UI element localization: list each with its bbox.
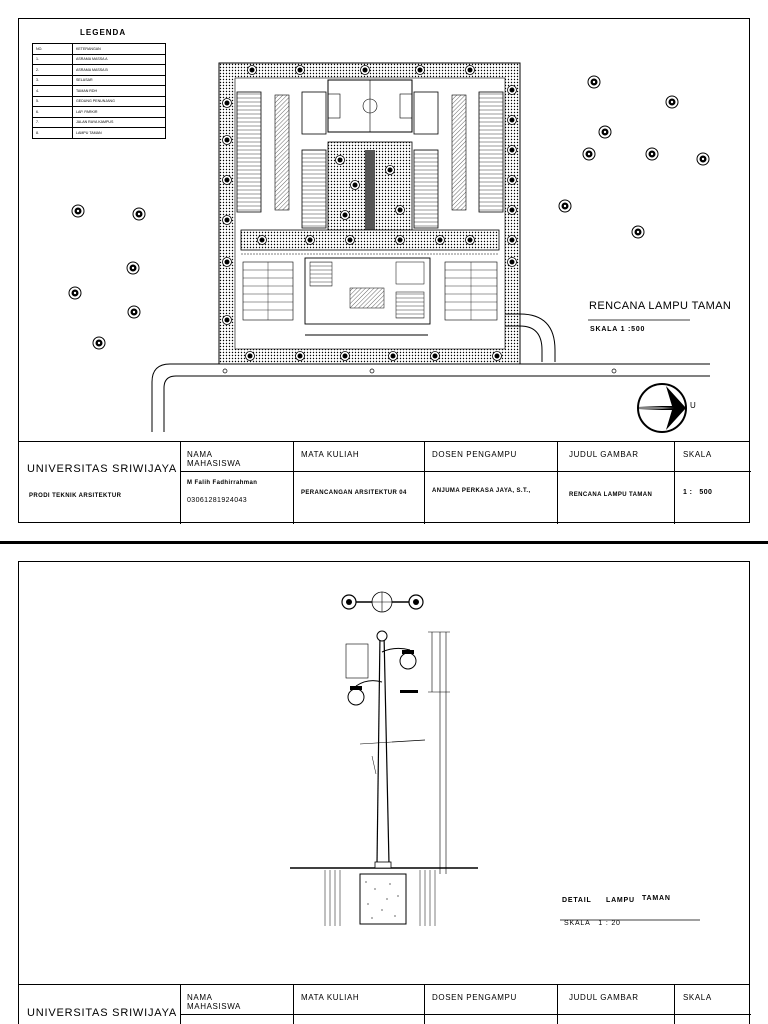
judul-value: RENCANA LAMPU TAMAN: [569, 492, 653, 498]
skala-label: SKALA: [683, 993, 712, 1002]
detail-scale: SKALA 1 : 20: [564, 920, 621, 927]
judul-label: JUDUL GAMBAR: [569, 450, 639, 459]
detail-title-b: LAMPU: [606, 897, 635, 904]
north-label: U: [690, 401, 697, 410]
legend-title: LEGENDA: [80, 28, 127, 37]
mata-kuliah-value: PERANCANGAN ARSITEKTUR 04: [301, 490, 407, 496]
title-block: UNIVERSITAS SRIWIJAYA PRODI TEKNIK ARSIT…: [18, 441, 751, 524]
sheet-lamp-detail: DETAIL LAMPU TAMAN SKALA 1 : 20 UNIVERSI…: [0, 544, 768, 1024]
dosen-value: ANJUMA PERKASA JAYA, S.T.,: [432, 488, 531, 494]
university-name: UNIVERSITAS SRIWIJAYA: [27, 463, 178, 475]
legend-table: NO. KETERANGAN 1.ASRAMA MASSA A 2.ASRAMA…: [32, 43, 166, 139]
program-name: PRODI TEKNIK ARSITEKTUR: [29, 493, 122, 499]
drawing-title: RENCANA LAMPU TAMAN: [589, 300, 732, 312]
legend-item: LAMPU TAMAN: [72, 127, 166, 139]
drawing-scale: SKALA 1 :500: [590, 326, 646, 333]
drawing-frame: [18, 561, 750, 1024]
nama-label: NAMA MAHASISWA: [187, 450, 241, 468]
sheet-site-plan: LEGENDA NO. KETERANGAN 1.ASRAMA MASSA A …: [0, 0, 768, 541]
university-name: UNIVERSITAS SRIWIJAYA: [27, 1007, 178, 1019]
mata-kuliah-label: MATA KULIAH: [301, 993, 360, 1002]
detail-title-a: DETAIL: [562, 897, 592, 904]
dosen-label: DOSEN PENGAMPU: [432, 993, 517, 1002]
dosen-label: DOSEN PENGAMPU: [432, 450, 517, 459]
skala-label: SKALA: [683, 450, 712, 459]
legend-row: 8.LAMPU TAMAN: [32, 127, 166, 139]
judul-label: JUDUL GAMBAR: [569, 993, 639, 1002]
lamp-detail-drawing: [290, 591, 700, 926]
site-plan-drawing: [68, 62, 710, 433]
north-arrow-icon: [637, 383, 687, 433]
detail-title-c: TAMAN: [642, 895, 671, 902]
skala-value: 1 : 500: [683, 489, 713, 496]
student-name: M Falih Fadhirrahman: [187, 480, 258, 486]
title-block: UNIVERSITAS SRIWIJAYA NAMA MAHASISWA MAT…: [18, 984, 751, 1024]
mata-kuliah-label: MATA KULIAH: [301, 450, 360, 459]
student-id: 03061281924043: [187, 497, 248, 504]
nama-label: NAMA MAHASISWA: [187, 993, 241, 1011]
